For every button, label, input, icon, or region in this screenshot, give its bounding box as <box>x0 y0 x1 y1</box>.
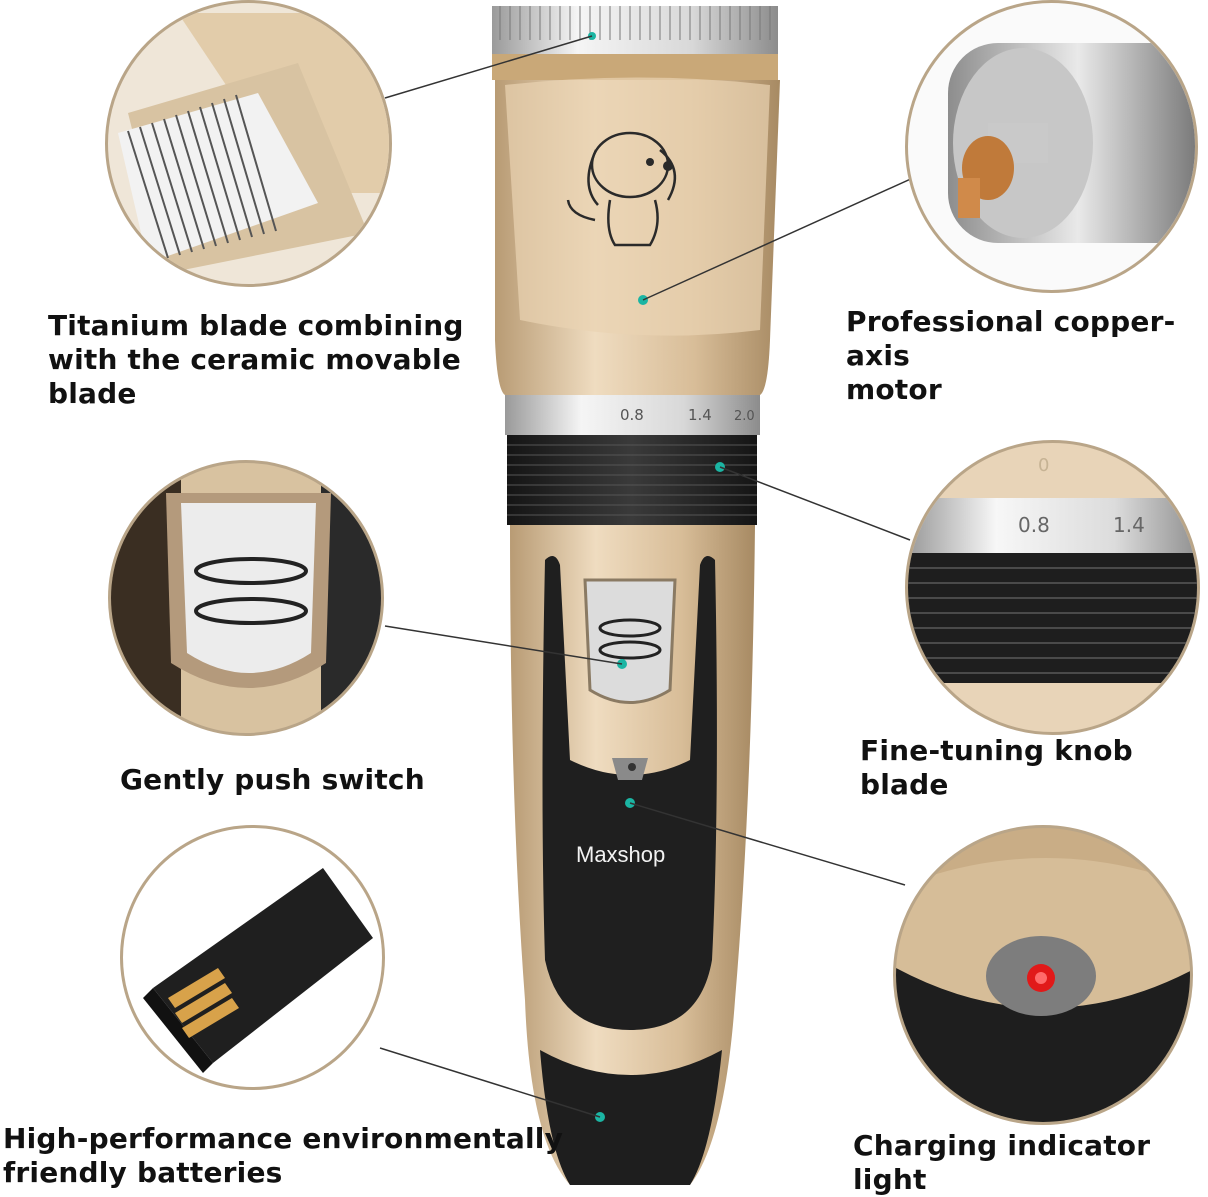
callout-line-battery <box>379 1047 601 1118</box>
callout-line-knob <box>719 466 911 541</box>
label-battery-line-2: friendly batteries <box>3 1156 283 1189</box>
label-battery: High-performance environmentally friendl… <box>3 1122 563 1190</box>
dial-mark-1: 0.8 <box>620 406 644 424</box>
knob-closeup-circle: 0 0.8 1.4 <box>905 440 1200 735</box>
indicator-closeup-circle <box>893 825 1193 1125</box>
blade-closeup-circle <box>105 0 392 287</box>
label-motor: Professional copper-axis motor <box>846 305 1208 407</box>
callout-line-blade <box>384 35 593 99</box>
label-motor-line-1: Professional copper-axis <box>846 305 1176 372</box>
label-indicator-line-1: Charging indicator light <box>853 1129 1151 1196</box>
label-switch: Gently push switch <box>120 763 425 797</box>
callout-line-indicator <box>629 802 906 886</box>
knob-dial-mark-2: 1.4 <box>1113 513 1145 537</box>
battery-closeup-circle <box>120 825 385 1090</box>
label-battery-line-1: High-performance environmentally <box>3 1122 564 1155</box>
label-blade: Titanium blade combining with the cerami… <box>48 309 464 411</box>
label-blade-line-2: with the ceramic movable <box>48 343 461 376</box>
label-knob-line-1: Fine-tuning knob blade <box>860 734 1133 801</box>
knob-dial-mark-1: 0.8 <box>1018 513 1050 537</box>
motor-closeup-circle <box>905 0 1198 293</box>
label-switch-line-1: Gently push switch <box>120 763 425 796</box>
label-indicator: Charging indicator light <box>853 1129 1208 1197</box>
dial-mark-3: 2.0 <box>734 409 755 424</box>
switch-closeup-circle <box>108 460 384 736</box>
label-knob: Fine-tuning knob blade <box>860 734 1208 802</box>
label-motor-line-2: motor <box>846 373 942 406</box>
brand-logo-text: Maxshop <box>576 842 666 867</box>
callout-line-motor <box>642 167 936 301</box>
dial-mark-2: 1.4 <box>688 406 712 424</box>
label-blade-line-1: Titanium blade combining <box>48 309 464 342</box>
label-blade-line-3: blade <box>48 377 137 410</box>
clipper-product-image: 0.8 1.4 2.0 <box>492 6 780 1185</box>
knob-dial-mark-0: 0 <box>1038 455 1050 476</box>
callout-line-switch <box>384 625 623 665</box>
